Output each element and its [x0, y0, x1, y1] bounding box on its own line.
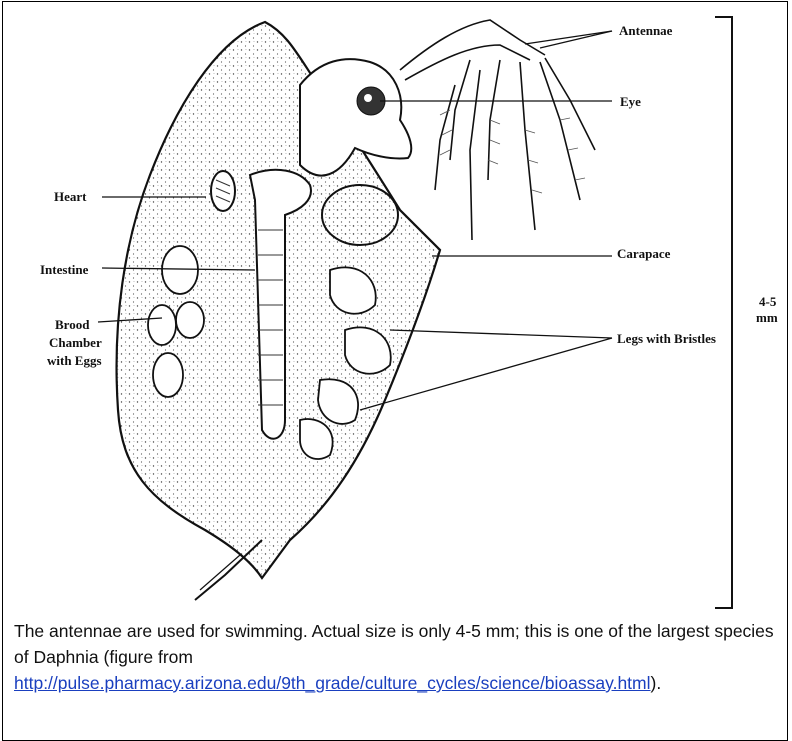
- size-bracket: [715, 17, 732, 608]
- label-size-unit: mm: [756, 310, 778, 325]
- label-antennae: Antennae: [619, 23, 673, 38]
- antennae-pointer-2: [525, 31, 612, 44]
- antennae-shape: [400, 20, 595, 240]
- ovary-organ: [322, 185, 398, 245]
- legs-pointer-1: [390, 330, 612, 338]
- daphnia-diagram: Antennae Eye Heart Carapace Intestine Br…: [0, 0, 792, 610]
- caption-text: The antennae are used for swimming. Actu…: [14, 621, 774, 667]
- source-link[interactable]: http://pulse.pharmacy.arizona.edu/9th_gr…: [14, 673, 651, 693]
- label-legs: Legs with Bristles: [617, 331, 716, 346]
- label-size-value: 4-5: [759, 294, 777, 309]
- label-brood-line1: Brood: [55, 317, 90, 332]
- caption-after: ).: [651, 673, 662, 693]
- label-eye: Eye: [620, 94, 641, 109]
- label-brood-line3: with Eggs: [47, 353, 102, 368]
- figure-caption: The antennae are used for swimming. Actu…: [14, 618, 784, 696]
- tail-spine: [195, 540, 262, 600]
- label-brood-line2: Chamber: [49, 335, 102, 350]
- label-intestine: Intestine: [40, 262, 89, 277]
- label-carapace: Carapace: [617, 246, 671, 261]
- label-heart: Heart: [54, 189, 87, 204]
